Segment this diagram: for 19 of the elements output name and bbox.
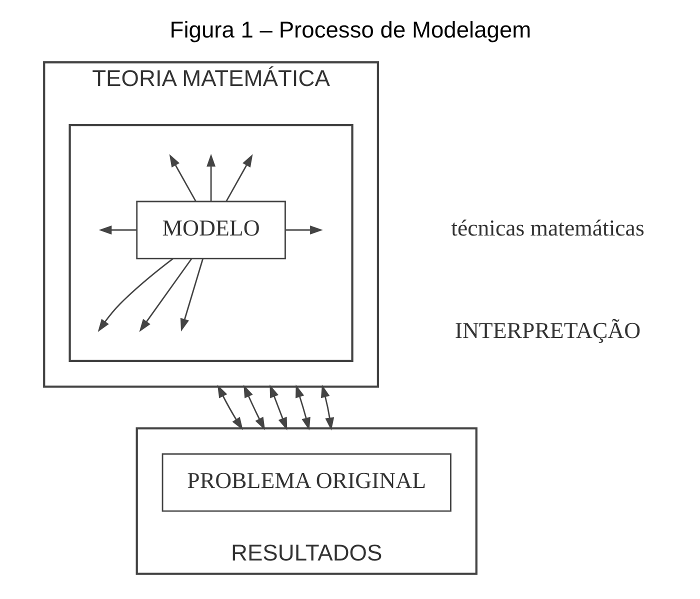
arrow xyxy=(98,226,136,235)
arrow xyxy=(138,258,192,332)
diagram-title: Figura 1 – Processo de Modelagem xyxy=(169,16,531,43)
arrow xyxy=(284,226,322,235)
arrow xyxy=(269,384,287,430)
label: técnicas matemáticas xyxy=(450,215,644,240)
arrow xyxy=(180,258,204,332)
arrow xyxy=(243,384,265,430)
arrow xyxy=(216,384,242,430)
arrow xyxy=(168,154,196,202)
arrow xyxy=(97,258,173,332)
node-box: PROBLEMA ORIGINAL xyxy=(161,453,451,512)
node-box: MODELO xyxy=(136,200,286,260)
label: INTERPRETAÇÃO xyxy=(454,318,640,344)
arrow xyxy=(225,154,252,202)
arrow xyxy=(295,384,310,430)
arrow xyxy=(206,154,216,202)
cluster xyxy=(68,124,353,362)
arrow xyxy=(320,384,334,430)
